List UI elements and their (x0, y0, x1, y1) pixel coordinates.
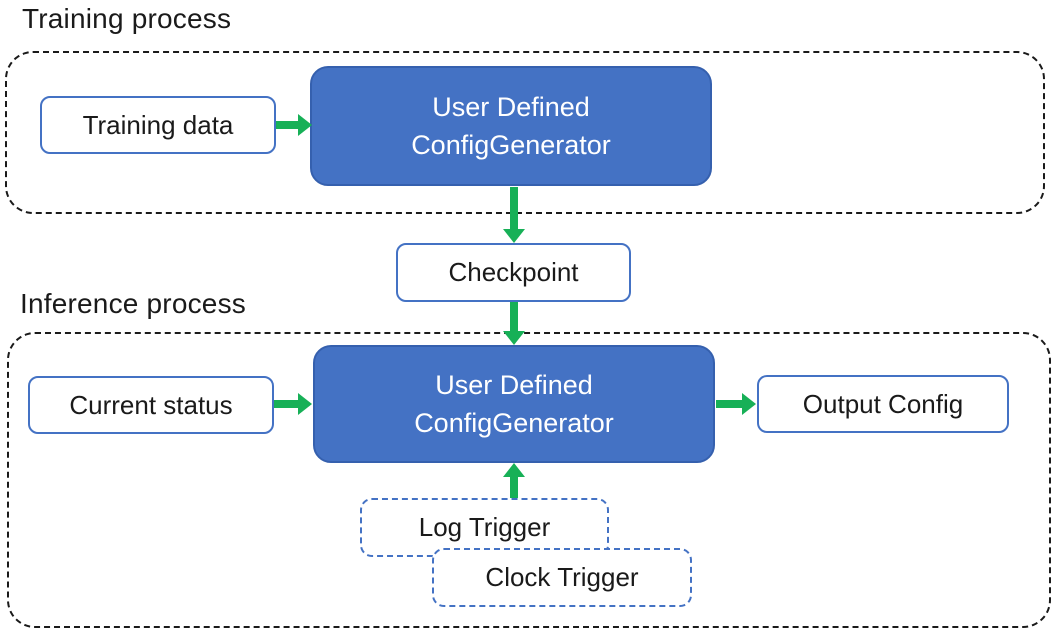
output-config-label: Output Config (802, 388, 964, 419)
arrow-checkpoint-to-inference-generator (501, 302, 527, 345)
inference-generator-line2: ConfigGenerator (414, 408, 614, 438)
current-status-label: Current status (69, 389, 233, 420)
inference-process-label: Inference process (20, 288, 246, 319)
training-data-box: Training data (40, 96, 276, 154)
arrow-generator-to-checkpoint (501, 187, 527, 243)
log-trigger-label: Log Trigger (418, 512, 551, 542)
arrow-triggers-to-generator (501, 463, 527, 498)
log-trigger-box: Log Trigger (360, 498, 609, 557)
clock-trigger-box: Clock Trigger (432, 548, 692, 607)
training-generator-line1: User Defined (432, 92, 590, 122)
arrow-generator-to-output-config (716, 390, 756, 418)
training-config-generator-box: User Defined ConfigGenerator (310, 66, 712, 186)
inference-config-generator-box: User Defined ConfigGenerator (313, 345, 715, 463)
current-status-box: Current status (28, 376, 274, 434)
output-config-box: Output Config (757, 375, 1009, 433)
checkpoint-label: Checkpoint (448, 257, 579, 287)
training-process-region (5, 51, 1045, 214)
training-data-label: Training data (82, 109, 234, 140)
arrow-training-data-to-generator (276, 111, 312, 139)
arrow-current-status-to-generator (274, 390, 312, 418)
training-process-label: Training process (22, 3, 232, 34)
inference-generator-line1: User Defined (435, 370, 593, 400)
inference-process-region (7, 332, 1051, 628)
training-generator-line2: ConfigGenerator (411, 130, 611, 160)
checkpoint-box: Checkpoint (396, 243, 631, 302)
clock-trigger-label: Clock Trigger (485, 562, 639, 592)
